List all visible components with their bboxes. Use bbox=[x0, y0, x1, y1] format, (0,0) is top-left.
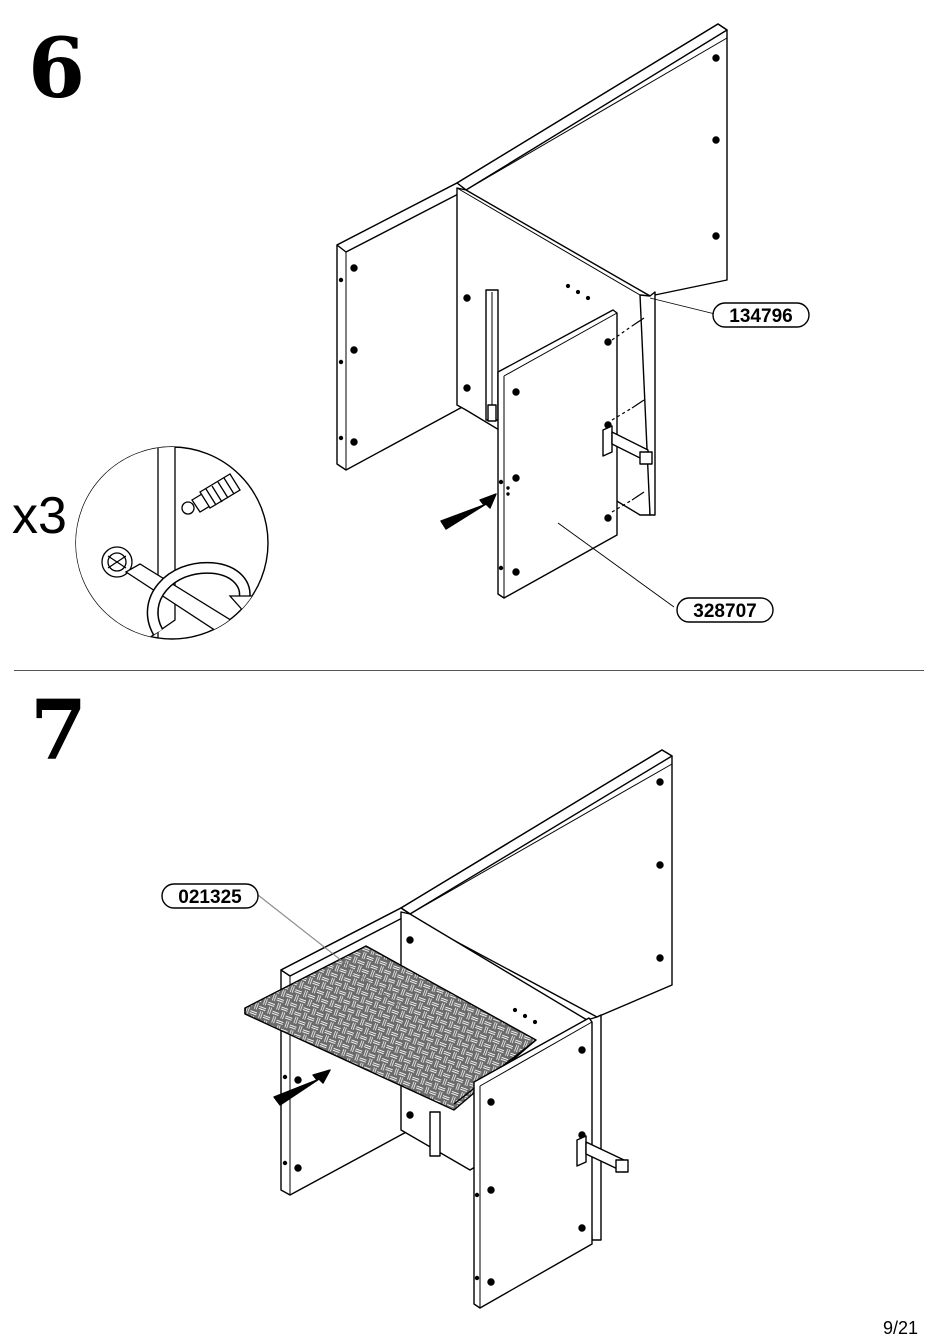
drawer-rail bbox=[486, 290, 498, 421]
detail-circle bbox=[60, 430, 290, 700]
step-divider bbox=[14, 670, 924, 671]
left-side-panel bbox=[337, 183, 466, 470]
step-number-7: 7 bbox=[30, 690, 87, 772]
arrow-icon bbox=[441, 494, 496, 529]
page-number: 9/21 bbox=[883, 1318, 918, 1339]
part-label-021325: 021325 bbox=[178, 887, 242, 908]
part-label-134796: 134796 bbox=[729, 306, 792, 327]
step7-assembly bbox=[162, 750, 672, 1308]
part-label-328707: 328707 bbox=[693, 601, 756, 622]
